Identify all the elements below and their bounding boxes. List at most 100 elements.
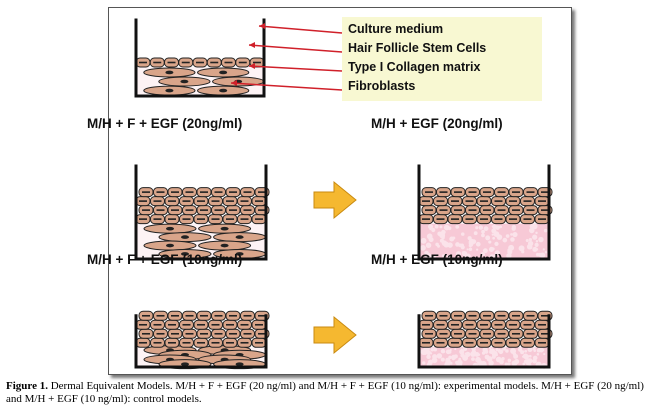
matrix-texture [532, 235, 537, 240]
caption-label: Figure 1. [6, 380, 48, 392]
matrix-texture [532, 247, 537, 252]
matrix-texture [519, 245, 525, 251]
matrix-texture [481, 233, 485, 237]
matrix-texture [485, 235, 490, 240]
matrix-texture [420, 245, 426, 251]
matrix-texture [506, 234, 510, 238]
legend-item: Culture medium [348, 22, 443, 36]
matrix-texture [491, 228, 496, 233]
matrix-texture [501, 351, 503, 353]
matrix-texture [461, 245, 465, 249]
matrix-texture [435, 225, 439, 229]
matrix-texture [442, 350, 445, 353]
matrix-texture [538, 253, 542, 257]
matrix-texture [544, 229, 548, 233]
panel-label: M/H + EGF (10ng/ml) [371, 252, 503, 267]
panel-label: M/H + EGF (20ng/ml) [371, 116, 503, 131]
matrix-texture [489, 362, 492, 365]
matrix-texture [537, 353, 540, 356]
matrix-texture [454, 348, 456, 350]
matrix-texture [529, 246, 532, 249]
matrix-texture [437, 353, 442, 358]
matrix-texture [526, 239, 529, 242]
figure-caption: Figure 1. Dermal Equivalent Models. M/H … [6, 380, 651, 406]
matrix-texture [442, 244, 444, 246]
legend-item: Fibroblasts [348, 79, 415, 93]
matrix-texture [461, 232, 465, 236]
matrix-texture [529, 238, 532, 241]
matrix-texture [437, 231, 442, 236]
matrix-texture [432, 357, 438, 363]
fibroblast-nucleus [165, 71, 173, 75]
matrix-texture [467, 248, 469, 250]
culture-well [136, 164, 269, 259]
matrix-texture [487, 356, 493, 362]
culture-well [419, 311, 552, 369]
matrix-texture [508, 359, 512, 363]
matrix-texture [465, 352, 470, 357]
matrix-texture [545, 251, 547, 253]
matrix-texture [428, 234, 432, 238]
matrix-texture [469, 247, 473, 251]
fibroblast-nucleus [180, 80, 188, 84]
matrix-texture [528, 241, 533, 246]
matrix-texture [460, 353, 464, 357]
matrix-texture [484, 226, 489, 231]
matrix-texture [535, 232, 537, 234]
matrix-texture [512, 360, 518, 366]
legend-item: Type I Collagen matrix [348, 60, 480, 74]
matrix-texture [512, 232, 517, 237]
pointer-arrowhead-icon [259, 23, 265, 29]
matrix-texture [435, 243, 439, 247]
matrix-texture [476, 242, 481, 247]
matrix-texture [520, 350, 524, 354]
matrix-texture [447, 242, 452, 247]
matrix-texture [536, 240, 538, 242]
arrow-icon [314, 317, 356, 353]
figure-frame: Culture medium Hair Follicle Stem Cells … [108, 7, 572, 375]
matrix-texture [426, 350, 431, 355]
matrix-texture [499, 225, 502, 228]
matrix-texture [479, 225, 483, 229]
matrix-texture [426, 243, 432, 249]
matrix-texture [513, 352, 516, 355]
matrix-texture [429, 228, 431, 230]
matrix-texture [532, 359, 537, 364]
matrix-texture [430, 348, 434, 352]
matrix-texture [534, 243, 538, 247]
matrix-texture [478, 354, 480, 356]
matrix-texture [445, 358, 450, 363]
matrix-texture [538, 237, 543, 242]
fibroblast-nucleus [219, 71, 227, 75]
matrix-texture [525, 360, 528, 363]
matrix-texture [441, 358, 445, 362]
matrix-texture [527, 358, 532, 363]
fibroblast-nucleus [181, 235, 189, 239]
fibroblast-nucleus [236, 362, 244, 366]
matrix-texture [492, 233, 494, 235]
matrix-texture [505, 363, 508, 366]
pointer-line [259, 26, 342, 33]
matrix-texture [533, 347, 536, 350]
matrix-texture [502, 238, 507, 243]
matrix-texture [449, 237, 454, 242]
fibroblast-nucleus [219, 89, 227, 93]
matrix-texture [522, 363, 525, 366]
matrix-texture [507, 249, 512, 254]
matrix-texture [450, 362, 453, 365]
matrix-texture [448, 226, 452, 230]
matrix-texture [543, 248, 545, 250]
matrix-texture [481, 230, 485, 234]
culture-well [136, 311, 269, 368]
matrix-texture [470, 351, 476, 357]
panel-label: M/H + F + EGF (20ng/ml) [87, 116, 242, 131]
matrix-texture [475, 226, 478, 229]
matrix-texture [529, 355, 532, 358]
culture-well [419, 164, 552, 259]
caption-text: Dermal Equivalent Models. M/H + F + EGF … [6, 380, 644, 405]
matrix-texture [510, 233, 513, 236]
matrix-texture [482, 347, 487, 352]
fibroblast-nucleus [181, 362, 189, 366]
matrix-texture [474, 231, 478, 235]
fibroblast-nucleus [166, 244, 174, 248]
